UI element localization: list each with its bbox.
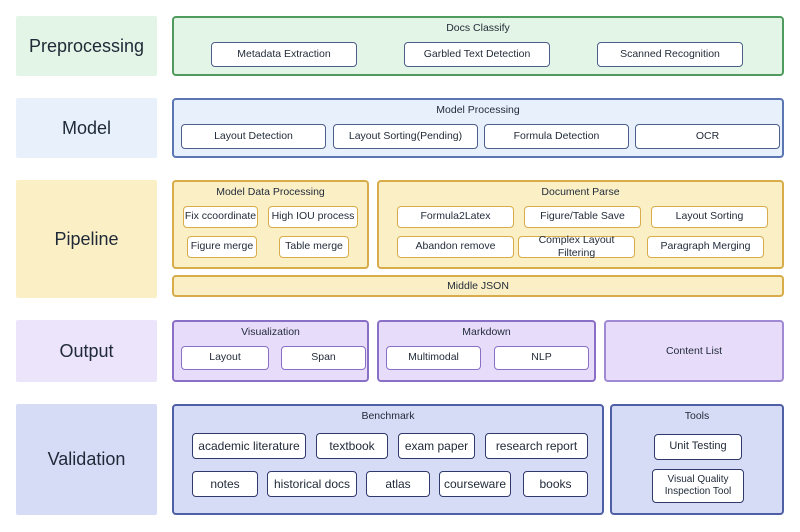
metadata-extraction-box: Metadata Extraction xyxy=(211,42,357,67)
benchmark-title: Benchmark xyxy=(361,410,415,422)
stage-preprocessing: Preprocessing xyxy=(16,16,157,76)
research-report-box: research report xyxy=(485,433,588,459)
stage-output: Output xyxy=(16,320,157,382)
tools-panel: Tools Unit Testing Visual Quality Inspec… xyxy=(610,404,784,515)
figure-merge-box: Figure merge xyxy=(187,236,257,258)
model-processing-title: Model Processing xyxy=(436,104,520,116)
books-box: books xyxy=(523,471,588,497)
layout-sorting-box: Layout Sorting xyxy=(651,206,768,228)
nlp-box: NLP xyxy=(494,346,589,370)
layout-detection-box: Layout Detection xyxy=(181,124,326,149)
multimodal-box: Multimodal xyxy=(386,346,481,370)
benchmark-panel: Benchmark academic literature textbook e… xyxy=(172,404,604,515)
unit-testing-box: Unit Testing xyxy=(654,434,742,460)
visualization-title: Visualization xyxy=(241,326,300,338)
content-list-panel: Content List xyxy=(604,320,784,382)
stage-model: Model xyxy=(16,98,157,158)
ocr-box: OCR xyxy=(635,124,780,149)
layout-sorting-pending-box: Layout Sorting(Pending) xyxy=(333,124,478,149)
figure-table-save-box: Figure/Table Save xyxy=(524,206,641,228)
atlas-box: atlas xyxy=(366,471,430,497)
visual-quality-inspection-tool-box: Visual Quality Inspection Tool xyxy=(652,469,744,503)
formula-detection-box: Formula Detection xyxy=(484,124,629,149)
textbook-box: textbook xyxy=(316,433,388,459)
docs-classify-title: Docs Classify xyxy=(446,22,510,34)
abandon-remove-box: Abandon remove xyxy=(397,236,514,258)
docs-classify-panel: Docs Classify Metadata Extraction Garble… xyxy=(172,16,784,76)
stage-validation: Validation xyxy=(16,404,157,515)
historical-docs-box: historical docs xyxy=(267,471,357,497)
stage-pipeline: Pipeline xyxy=(16,180,157,298)
markdown-panel: Markdown Multimodal NLP xyxy=(377,320,596,382)
model-data-processing-title: Model Data Processing xyxy=(216,186,325,198)
scanned-recognition-box: Scanned Recognition xyxy=(597,42,743,67)
layout-box: Layout xyxy=(181,346,269,370)
tools-title: Tools xyxy=(684,410,710,422)
document-parse-panel: Document Parse Formula2Latex Figure/Tabl… xyxy=(377,180,784,269)
academic-literature-box: academic literature xyxy=(192,433,306,459)
exam-paper-box: exam paper xyxy=(398,433,475,459)
model-data-processing-panel: Model Data Processing Fix ccoordinate Hi… xyxy=(172,180,369,269)
table-merge-box: Table merge xyxy=(279,236,349,258)
model-processing-panel: Model Processing Layout Detection Layout… xyxy=(172,98,784,158)
span-box: Span xyxy=(281,346,366,370)
fix-coordinate-box: Fix ccoordinate xyxy=(183,206,258,228)
document-parse-title: Document Parse xyxy=(541,186,620,198)
high-iou-process-box: High IOU process xyxy=(268,206,358,228)
paragraph-merging-box: Paragraph Merging xyxy=(647,236,764,258)
complex-layout-filtering-box: Complex Layout Filtering xyxy=(518,234,635,259)
formula2latex-box: Formula2Latex xyxy=(397,206,514,228)
middle-json-bar: Middle JSON xyxy=(172,275,784,297)
visualization-panel: Visualization Layout Span xyxy=(172,320,369,382)
notes-box: notes xyxy=(192,471,258,497)
garbled-text-detection-box: Garbled Text Detection xyxy=(404,42,550,67)
markdown-title: Markdown xyxy=(462,326,511,338)
courseware-box: courseware xyxy=(439,471,511,497)
